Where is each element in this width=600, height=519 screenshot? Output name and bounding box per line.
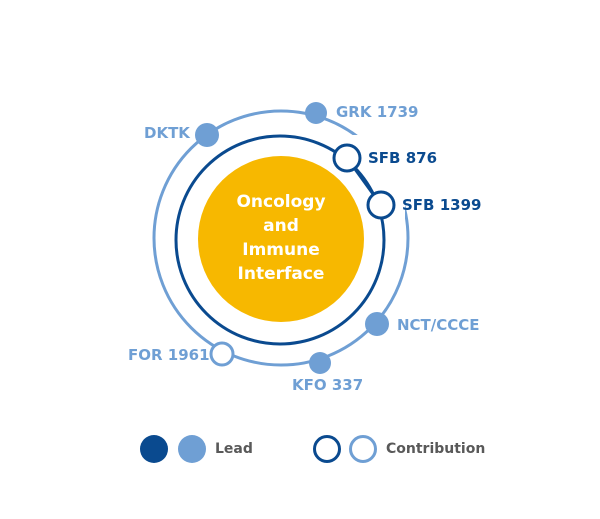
inner-ring (174, 134, 386, 346)
node-dktk[interactable] (195, 123, 219, 147)
label-nct-ccce: NCT/CCCE (397, 316, 480, 334)
legend-lead-light-icon (178, 435, 206, 463)
legend-lead-dark-icon (140, 435, 168, 463)
legend-contribution-label: Contribution (386, 441, 486, 457)
legend-lead-label: Lead (215, 441, 253, 457)
core-line: Oncology (236, 192, 326, 212)
label-sfb-876: SFB 876 (368, 149, 438, 167)
core-circle (198, 156, 364, 322)
label-kfo-337: KFO 337 (292, 376, 364, 394)
label-grk-1739: GRK 1739 (336, 103, 419, 121)
core-label: Oncology and Immune Interface (198, 190, 364, 286)
node-nct-ccce[interactable] (365, 312, 389, 336)
legend-contribution-dark-icon (313, 435, 341, 463)
legend-contribution-light-icon (349, 435, 377, 463)
node-kfo-337[interactable] (309, 352, 331, 374)
node-sfb-876[interactable] (332, 143, 362, 173)
core-line: Immune (242, 240, 320, 260)
node-sfb-1399[interactable] (366, 190, 396, 220)
node-for-1961[interactable] (209, 341, 235, 367)
core-line: Interface (237, 264, 325, 284)
label-for-1961: FOR 1961 (128, 346, 210, 364)
label-dktk: DKTK (144, 124, 190, 142)
node-grk-1739[interactable] (305, 102, 327, 124)
outer-ring (152, 109, 410, 367)
core-line: and (263, 216, 299, 236)
label-sfb-1399: SFB 1399 (402, 196, 482, 214)
